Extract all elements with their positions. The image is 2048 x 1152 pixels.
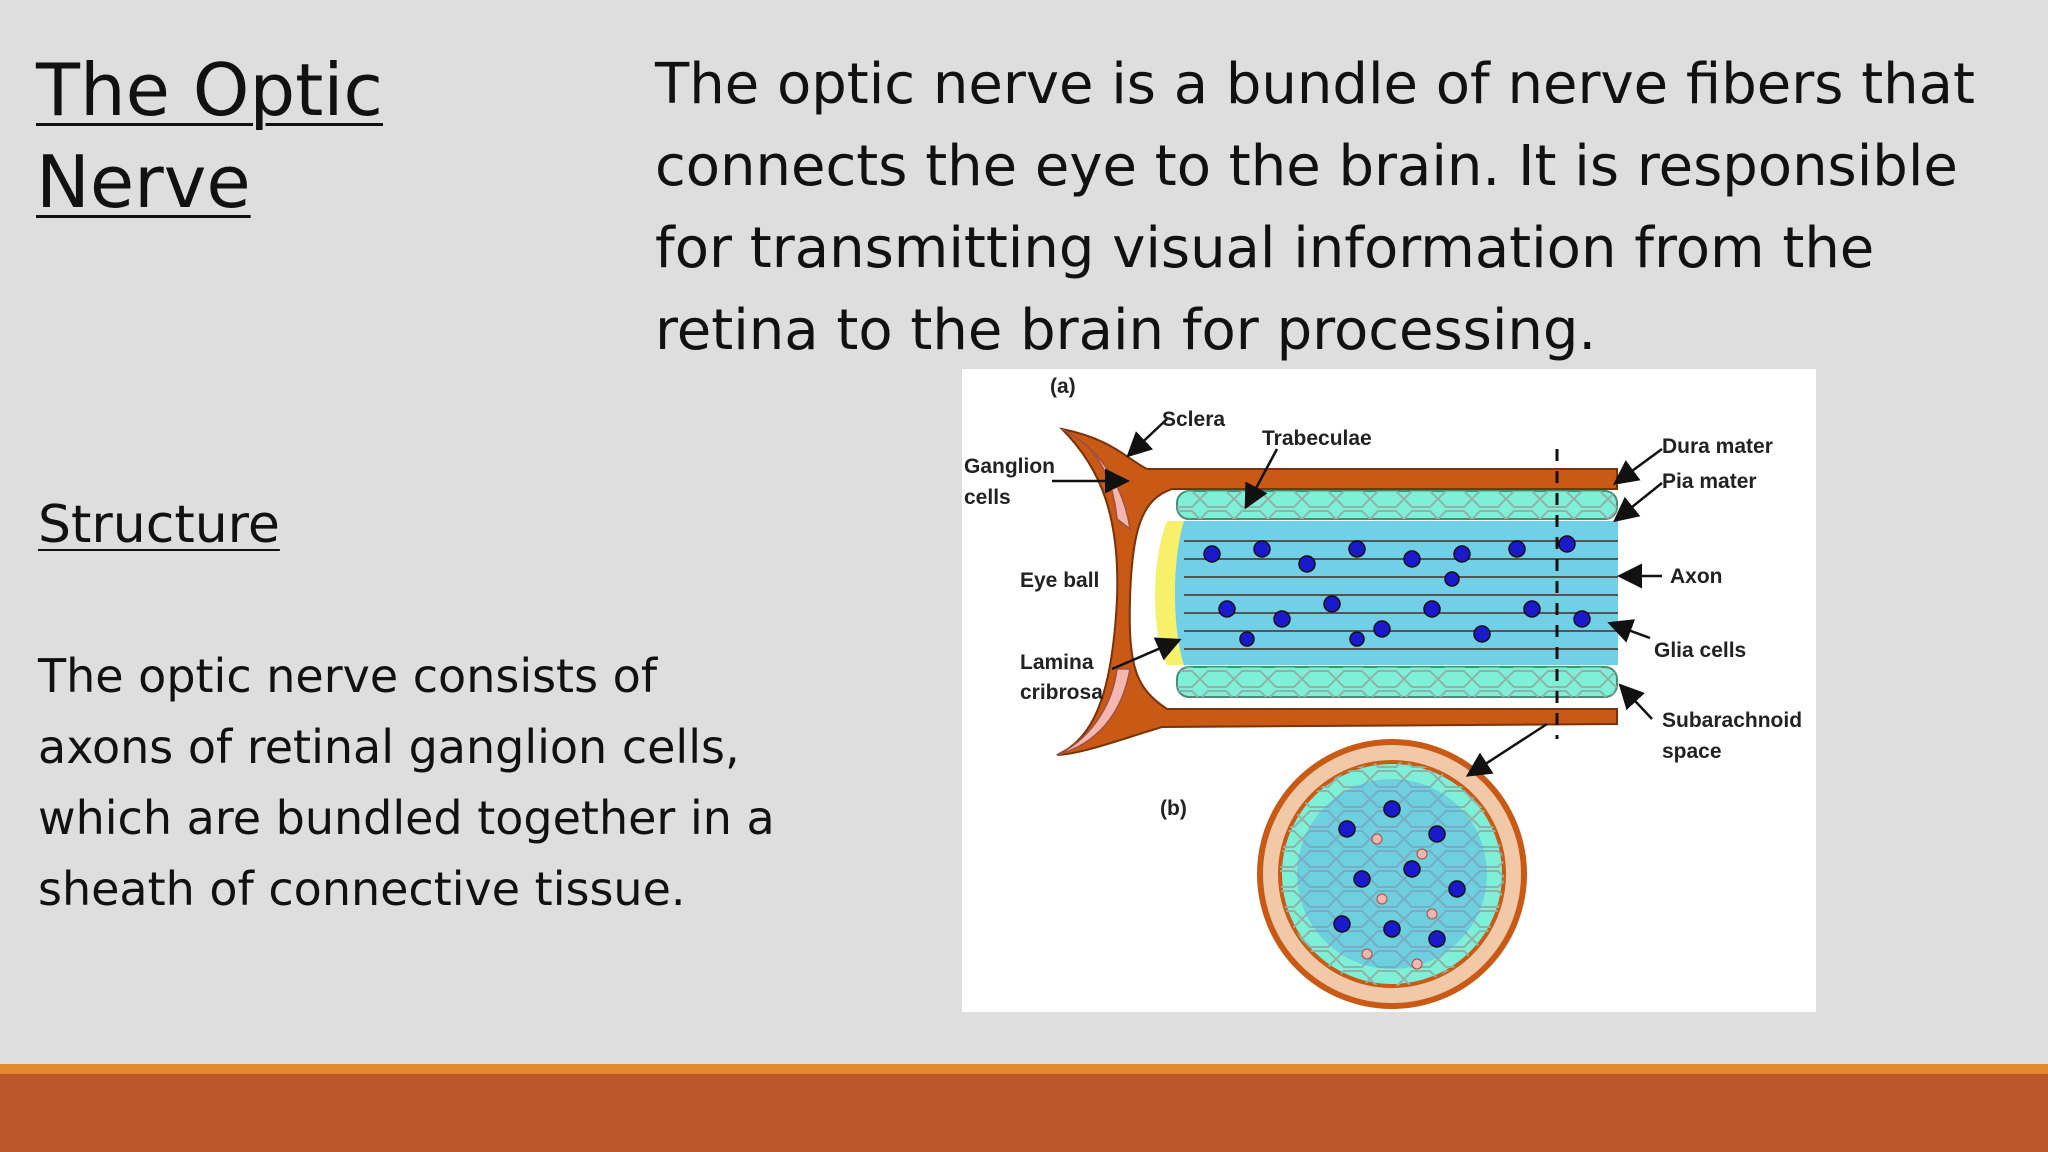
label-cribrosa: cribrosa <box>1020 681 1103 704</box>
footer-accent-line <box>0 1064 2048 1074</box>
label-glia-cells: Glia cells <box>1654 639 1746 662</box>
axon-lines <box>1184 540 1618 650</box>
section-heading: Structure <box>38 495 280 555</box>
label-dura-mater: Dura mater <box>1662 435 1773 458</box>
label-ganglion-cells: cells <box>964 486 1011 509</box>
intro-paragraph: The optic nerve is a bundle of nerve fib… <box>655 52 1975 363</box>
label-eye-ball: Eye ball <box>1020 569 1099 592</box>
label-subarachnoid: Subarachnoid <box>1662 709 1802 732</box>
label-space: space <box>1662 740 1722 763</box>
lamina-cribrosa <box>1154 521 1184 665</box>
label-pia-mater: Pia mater <box>1662 470 1757 493</box>
label-axon: Axon <box>1670 565 1723 588</box>
optic-nerve-illustration: (a) Sclera Trabeculae Ganglion cells Eye… <box>964 375 1802 1009</box>
slide-title: The Optic Nerve <box>36 48 383 224</box>
glia-cells <box>1203 535 1591 647</box>
optic-nerve-diagram: (a) Sclera Trabeculae Ganglion cells Eye… <box>962 369 1816 1012</box>
footer-bar <box>0 1074 2048 1152</box>
label-lamina: Lamina <box>1020 651 1094 674</box>
pink-retina <box>1056 428 1132 756</box>
panel-a-label: (a) <box>1050 375 1076 398</box>
structure-paragraph: The optic nerve consists of axons of ret… <box>38 649 775 916</box>
label-trabeculae: Trabeculae <box>1262 427 1372 450</box>
label-sclera: Sclera <box>1162 408 1225 431</box>
panel-b-label: (b) <box>1160 797 1187 820</box>
sclera-sheath <box>1056 427 1618 756</box>
cross-section <box>1257 739 1527 1009</box>
leader-arrows <box>1052 418 1663 777</box>
label-ganglion: Ganglion <box>964 455 1055 478</box>
